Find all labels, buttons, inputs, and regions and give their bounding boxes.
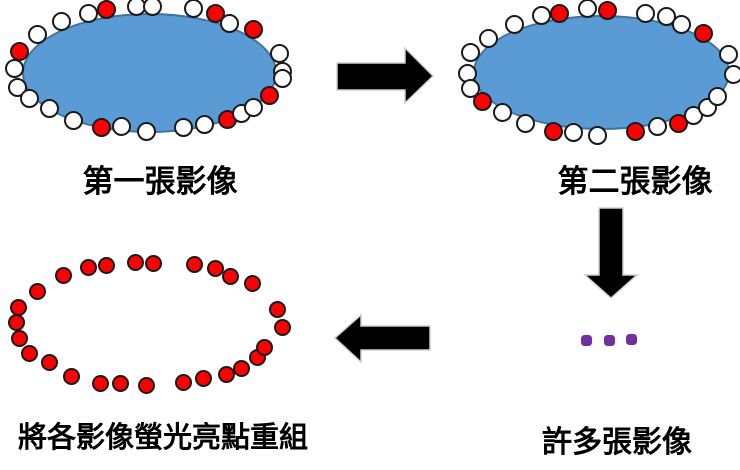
fluorophore-dot-red bbox=[96, 0, 116, 19]
fluorophore-dot-red bbox=[243, 19, 263, 39]
fluorophore-dot-white bbox=[136, 121, 156, 141]
fluorophore-dot-red bbox=[126, 253, 144, 271]
ellipsis-dot bbox=[625, 333, 637, 345]
fluorophore-dot-white bbox=[243, 97, 263, 117]
fluorophore-dot-red bbox=[40, 353, 58, 371]
fluorophore-dot-white bbox=[63, 110, 83, 130]
fluorophore-dot-white bbox=[460, 78, 480, 98]
fluorophore-dot-white bbox=[504, 14, 524, 34]
fluorophore-dot-red bbox=[549, 3, 569, 23]
fluorophore-dot-white bbox=[4, 58, 24, 78]
second-image-label: 第二張影像 bbox=[557, 164, 713, 200]
ellipsis-dot bbox=[580, 334, 592, 346]
fluorophore-dot-red bbox=[194, 369, 212, 387]
fluorophore-dot-white bbox=[183, 0, 203, 18]
ellipsis-dot bbox=[603, 334, 615, 346]
fluorophore-dot-white bbox=[51, 11, 71, 31]
fluorophore-dot-red bbox=[144, 254, 162, 272]
fluorophore-dot-red bbox=[472, 91, 492, 111]
fluorophore-dot-red bbox=[206, 259, 224, 277]
fluorophore-dot-white bbox=[39, 98, 59, 118]
fluorophore-dot-white bbox=[515, 113, 535, 133]
fluorophore-dot-red bbox=[20, 344, 38, 362]
fluorophore-dot-white bbox=[219, 13, 239, 33]
fluorophore-dot-red bbox=[111, 374, 129, 392]
fluorophore-dot-white bbox=[656, 6, 676, 26]
fluorophore-dot-red bbox=[693, 23, 713, 43]
fluorophore-dot-red bbox=[243, 274, 261, 292]
fluorophore-dot-red bbox=[137, 376, 155, 394]
fluorophore-dot-red bbox=[10, 329, 28, 347]
first-image-label: 第一張影像 bbox=[82, 164, 238, 200]
fluorophore-dot-white bbox=[269, 43, 289, 63]
fluorophore-dot-red bbox=[543, 121, 563, 141]
fluorophore-dot-white bbox=[577, 0, 597, 18]
fluorophore-dot-red bbox=[185, 255, 203, 273]
many-images-label: 許多張影像 bbox=[542, 425, 692, 460]
fluorophore-dot-red bbox=[625, 121, 645, 141]
fluorophore-dot-white bbox=[478, 28, 498, 48]
fluorophore-dot-white bbox=[173, 117, 193, 137]
fluorophore-dot-white bbox=[723, 64, 740, 84]
fluorophore-dot-red bbox=[268, 300, 286, 318]
fluorophore-dot-red bbox=[62, 367, 80, 385]
fluorophore-dot-red bbox=[7, 313, 25, 331]
fluorophore-dot-red bbox=[9, 298, 27, 316]
fluorophore-dot-white bbox=[531, 5, 551, 25]
fluorophore-dot-white bbox=[78, 3, 98, 23]
reassembled-image-label: 將各影像螢光亮點重組 bbox=[17, 420, 308, 454]
fluorophore-dot-red bbox=[91, 117, 111, 137]
fluorophore-dot-white bbox=[707, 86, 727, 106]
fluorophore-dot-white bbox=[671, 14, 691, 34]
fluorophore-dot-white bbox=[460, 42, 480, 62]
fluorophore-dot-red bbox=[97, 256, 115, 274]
fluorophore-dot-white bbox=[27, 24, 47, 44]
fluorophore-dot-white bbox=[587, 125, 607, 145]
fluorophore-dot-red bbox=[54, 266, 72, 284]
fluorophore-dot-white bbox=[19, 88, 39, 108]
fluorophore-dot-white bbox=[635, 3, 655, 23]
fluorophore-dot-red bbox=[217, 365, 235, 383]
fluorophore-dot-red bbox=[28, 282, 46, 300]
fluorophore-dot-white bbox=[194, 114, 214, 134]
fluorophore-dot-white bbox=[272, 68, 292, 88]
fluorophore-dot-white bbox=[492, 102, 512, 122]
fluorophore-dot-white bbox=[718, 44, 738, 64]
fluorophore-dot-red bbox=[259, 85, 279, 105]
fluorophore-dot-white bbox=[111, 116, 131, 136]
fluorophore-dot-red bbox=[255, 338, 273, 356]
fluorophore-dot-red bbox=[668, 113, 688, 133]
fluorophore-dot-red bbox=[221, 267, 239, 285]
fluorophore-dot-white bbox=[142, 0, 162, 16]
fluorophore-dot-red bbox=[79, 258, 97, 276]
fluorophore-dot-red bbox=[232, 359, 250, 377]
fluorophore-dot-red bbox=[205, 3, 225, 23]
fluorophore-dot-white bbox=[647, 116, 667, 136]
fluorophore-dot-red bbox=[9, 41, 29, 61]
fluorophore-dot-red bbox=[597, 0, 617, 20]
fluorophore-dot-red bbox=[174, 373, 192, 391]
fluorophore-dot-white bbox=[563, 122, 583, 142]
fluorophore-dot-red bbox=[273, 318, 291, 336]
fluorophore-dot-red bbox=[91, 374, 109, 392]
